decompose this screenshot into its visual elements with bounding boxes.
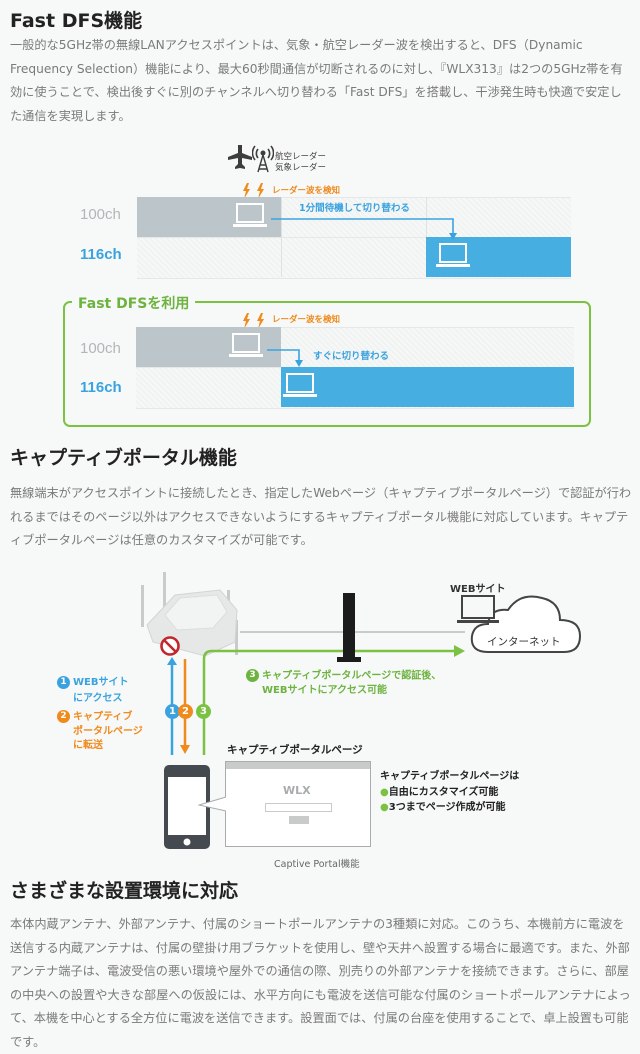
grid-divider: [281, 197, 282, 277]
bullet-icon: ●: [380, 787, 389, 798]
step2-number: 2: [57, 710, 70, 723]
step2-badge: 2: [178, 704, 193, 719]
step1-number: 1: [57, 675, 70, 689]
step2-line3: に転送: [73, 739, 103, 751]
smartphone-icon: [164, 765, 210, 849]
step2-line2: ポータルページ: [73, 725, 143, 737]
step3-flow-line: [202, 645, 465, 755]
step3-number: 3: [246, 669, 259, 682]
router-icon: [337, 593, 361, 662]
portal-page-title: キャプティブポータルページ: [227, 744, 363, 756]
internet-label: インターネット: [487, 636, 561, 648]
diagram-caption: Captive Portal機能: [274, 859, 360, 870]
prohibited-icon: [160, 636, 180, 656]
radar-label-line2: 気象レーダー: [275, 163, 327, 173]
portal-note-item: ●自由にカスタマイズ可能: [380, 783, 498, 798]
radar-label-line1: 航空レーダー: [275, 152, 327, 162]
portal-note-text: 3つまでページ作成が可能: [388, 802, 506, 813]
switch-label: 1分間待機して切り替わる: [299, 203, 410, 214]
installation-description: 本体内蔵アンテナ、外部アンテナ、付属のショートポールアンテナの3種類に対応。この…: [10, 917, 631, 1049]
fast-dfs-description: 一般的な5GHz帯の無線LANアクセスポイントは、気象・航空レーダー波を検出する…: [10, 38, 623, 123]
step3-line2: WEBサイトにアクセス可能: [262, 684, 387, 696]
detect-label: レーダー波を検知: [272, 186, 341, 196]
portal-note-item: ●3つまでページ作成が可能: [380, 798, 506, 813]
fast-channel-100-label: 100ch: [80, 340, 121, 357]
fast-switch-label: すぐに切り替わる: [313, 351, 390, 362]
fast-detect-label: レーダー波を検知: [272, 315, 341, 325]
laptop-icon: [457, 595, 499, 623]
portal-notes-title: キャプティブポータルページは: [380, 771, 520, 782]
captive-portal-description: 無線端末がアクセスポイントに接続したとき、指定したWebページ（キャプティブポー…: [10, 486, 632, 547]
step1-line2: にアクセス: [73, 692, 123, 704]
portal-logo: WLX: [283, 784, 311, 797]
step1-line1: WEBサイト: [73, 677, 129, 688]
lightning-icon: [243, 313, 264, 329]
channel-116-label: 116ch: [80, 246, 122, 263]
laptop-icon: [229, 333, 263, 357]
channel-100-label: 100ch: [80, 206, 121, 223]
airplane-icon: [228, 145, 252, 169]
bullet-icon: ●: [380, 802, 389, 813]
portal-input-field[interactable]: [265, 803, 332, 812]
step3-badge: 3: [196, 704, 211, 719]
step1-badge: 1: [165, 704, 180, 719]
switch-arrow: [271, 218, 457, 240]
website-label: WEBサイト: [450, 584, 506, 595]
installation-heading: さまざまな設置環境に対応: [10, 880, 239, 902]
fast-dfs-box: [63, 301, 591, 427]
portal-note-text: 自由にカスタマイズ可能: [388, 787, 499, 798]
step3-line1: キャプティブポータルページで認証後、: [262, 670, 442, 682]
step2-line1: キャプティブ: [73, 711, 133, 723]
laptop-icon: [283, 373, 317, 397]
fast-dfs-heading: Fast DFS機能: [10, 10, 143, 32]
fast-channel-116-active-block: [281, 367, 574, 407]
fast-dfs-box-title: Fast DFSを利用: [72, 293, 196, 313]
laptop-icon: [233, 203, 267, 227]
fast-switch-arrow: [267, 349, 303, 367]
captive-portal-heading: キャプティブポータル機能: [10, 447, 237, 469]
laptop-icon: [436, 243, 470, 267]
speech-pointer: [198, 796, 227, 812]
portal-page-titlebar: [226, 762, 370, 769]
fast-channel-116-label: 116ch: [80, 379, 122, 396]
portal-submit-button[interactable]: [289, 816, 309, 824]
lightning-icon: [243, 183, 264, 199]
cloud-icon: [470, 595, 582, 653]
radar-tower-icon: [252, 145, 274, 173]
